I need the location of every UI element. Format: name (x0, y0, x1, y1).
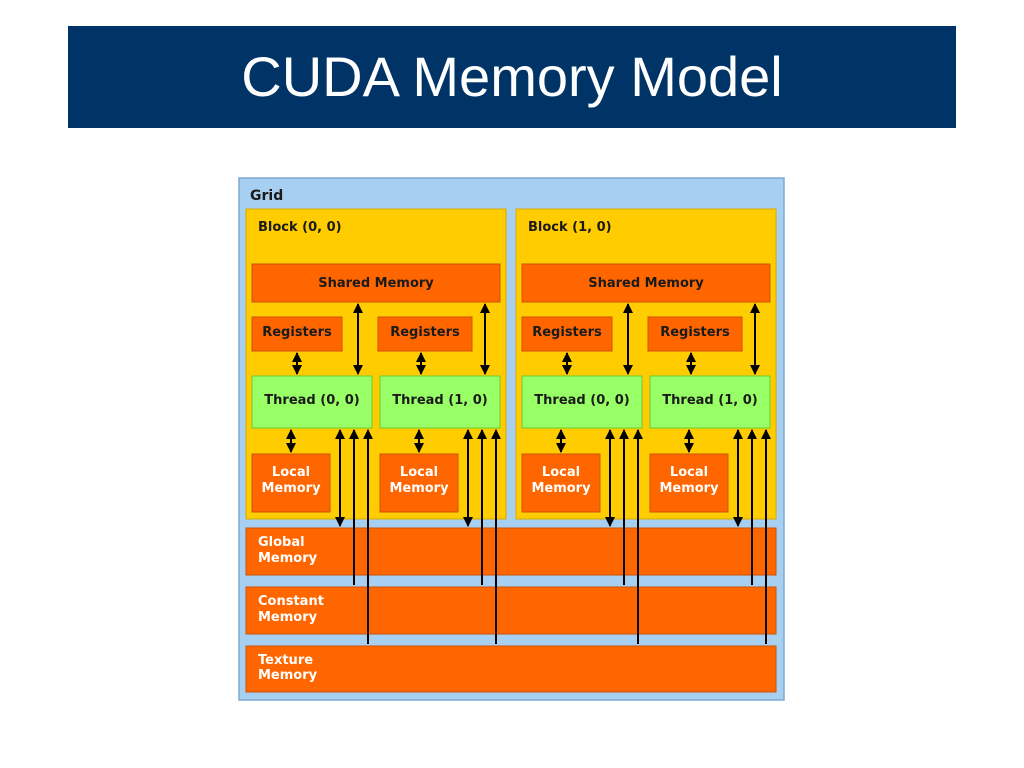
block-0-thread-1-registers (377, 316, 473, 352)
block-0-thread-0 (251, 375, 373, 429)
cuda-memory-diagram: Grid Block (0, 0) Shared Memory Register… (238, 177, 785, 701)
block-1-thread-1-label: Thread (1, 0) (662, 393, 757, 408)
texture-memory-line2: Memory (258, 668, 318, 683)
block-0-thread-1-local-memory-line2: Memory (389, 481, 449, 496)
block-1-thread-0-local-memory-line2: Memory (531, 481, 591, 496)
texture-memory-line1: Texture (258, 653, 313, 668)
block-0-thread-1-local-memory-line1: Local (400, 465, 438, 480)
title-banner: CUDA Memory Model (68, 26, 956, 128)
block-1-thread-0 (521, 375, 643, 429)
constant-memory-line1: Constant (258, 594, 324, 609)
constant-memory (245, 586, 777, 635)
block-1-thread-0-registers-label: Registers (532, 325, 602, 340)
block-0-thread-0-registers (251, 316, 343, 352)
block-1-thread-0-registers (521, 316, 613, 352)
block-0-thread-0-local-memory (251, 453, 331, 513)
grid-label: Grid (250, 188, 283, 204)
block-1-thread-1-local-memory-line2: Memory (659, 481, 719, 496)
block-1-label: Block (1, 0) (528, 220, 612, 235)
block-1-thread-1-registers-label: Registers (660, 325, 730, 340)
block-0-shared-memory (251, 263, 501, 303)
constant-memory-line2: Memory (258, 610, 318, 625)
block-1-thread-0-local-memory (521, 453, 601, 513)
block-0-label: Block (0, 0) (258, 220, 342, 235)
block-0-thread-0-registers-label: Registers (262, 325, 332, 340)
block-0-thread-1-registers-label: Registers (390, 325, 460, 340)
global-memory-line2: Memory (258, 551, 318, 566)
block-1-thread-1-local-memory (649, 453, 729, 513)
block-0-thread-1-label: Thread (1, 0) (392, 393, 487, 408)
block-0-thread-0-label: Thread (0, 0) (264, 393, 359, 408)
block-0-shared-memory-label: Shared Memory (318, 276, 434, 291)
block-1-thread-1 (649, 375, 771, 429)
global-memory (245, 527, 777, 576)
block-1-thread-0-label: Thread (0, 0) (534, 393, 629, 408)
block-0-thread-1 (379, 375, 501, 429)
slide-title: CUDA Memory Model (241, 45, 783, 108)
block-1-thread-1-local-memory-line1: Local (670, 465, 708, 480)
global-memory-line1: Global (258, 535, 305, 550)
block-1-shared-memory (521, 263, 771, 303)
texture-memory (245, 645, 777, 693)
block-0-thread-1-local-memory (379, 453, 459, 513)
block-0-thread-0-local-memory-line2: Memory (261, 481, 321, 496)
block-1-thread-1-registers (647, 316, 743, 352)
block-1-shared-memory-label: Shared Memory (588, 276, 704, 291)
block-1-thread-0-local-memory-line1: Local (542, 465, 580, 480)
block-0-thread-0-local-memory-line1: Local (272, 465, 310, 480)
